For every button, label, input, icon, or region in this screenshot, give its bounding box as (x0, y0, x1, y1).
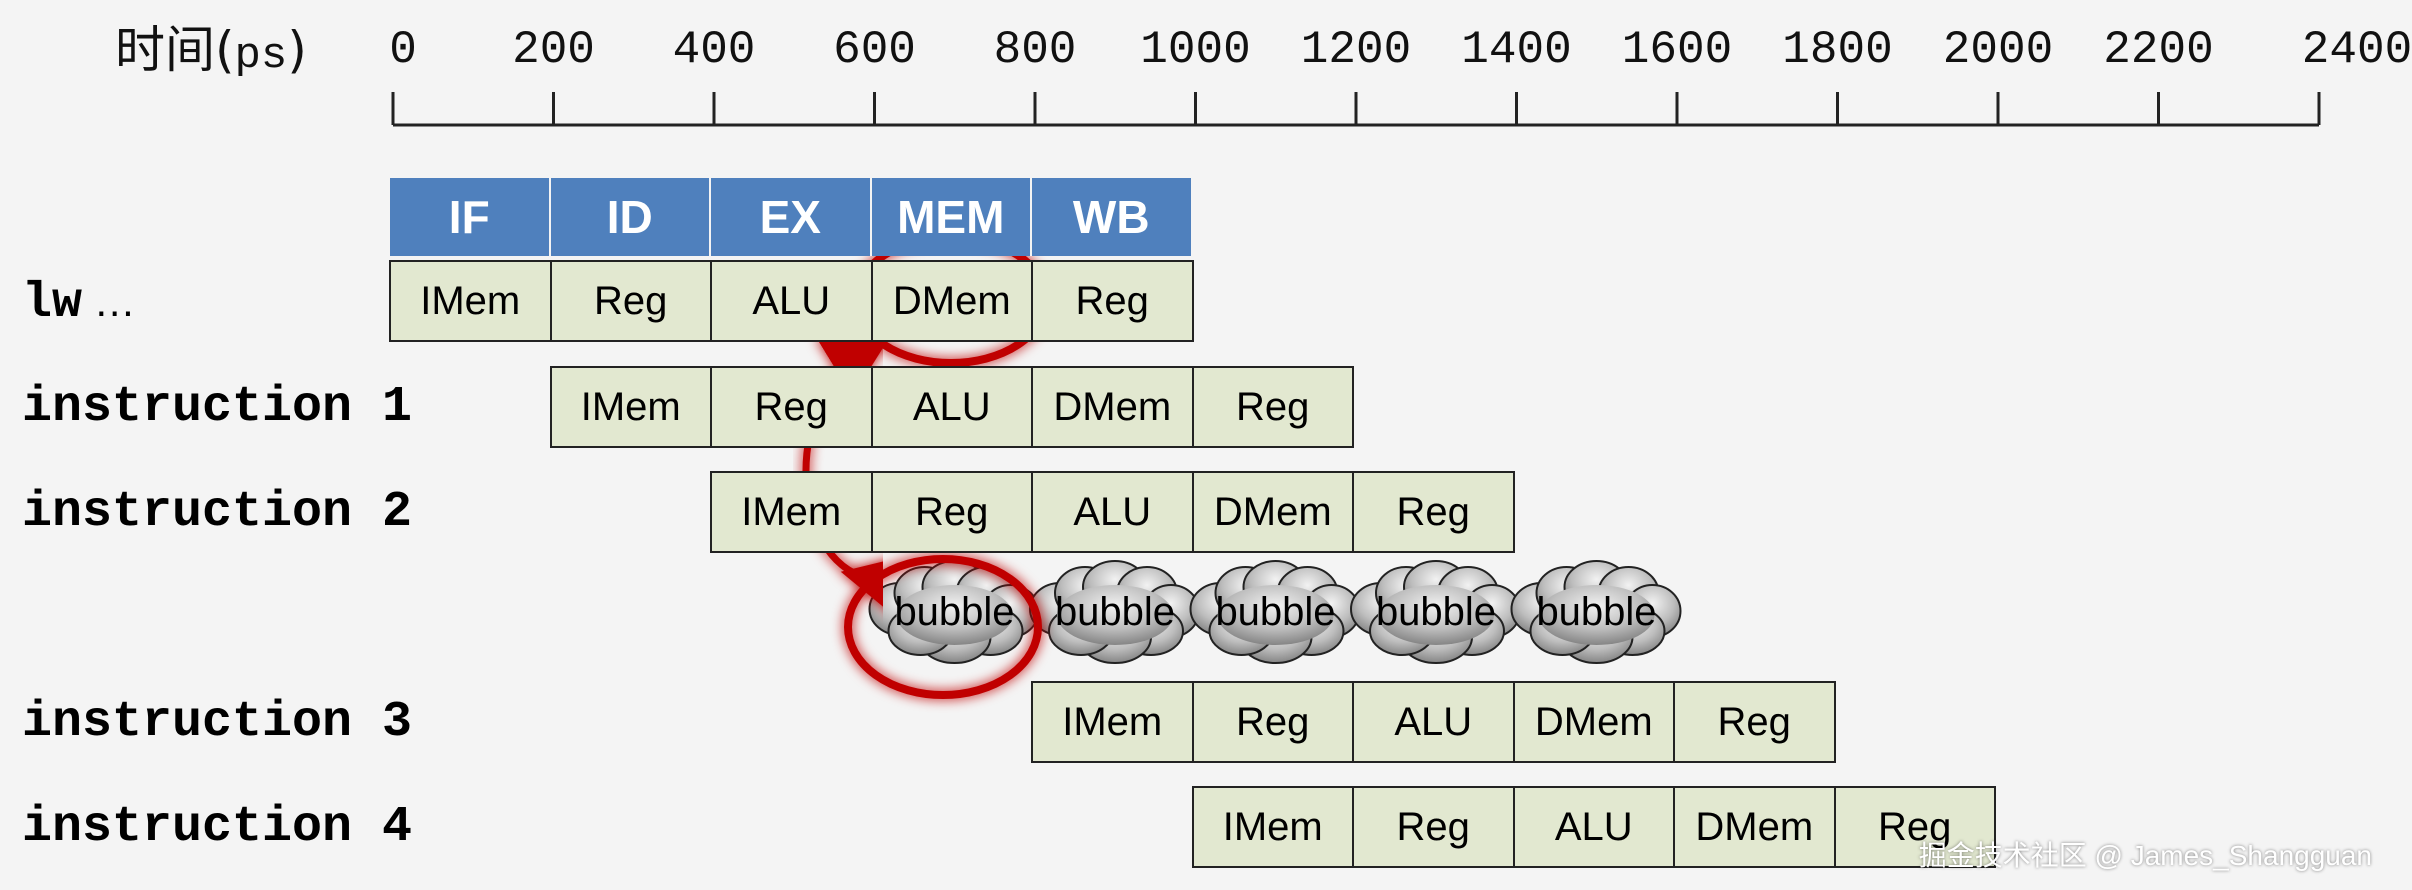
pipeline-cell: IMem (1191, 786, 1354, 868)
time-axis (391, 92, 2321, 127)
tick-label: 1600 (1621, 24, 1733, 76)
tick-label: 2000 (1942, 24, 2054, 76)
tick-label: 0 (389, 24, 417, 76)
pipeline-cell: IMem (710, 471, 873, 553)
tick-label: 1000 (1140, 24, 1251, 76)
stage-header-cell: MEM (871, 178, 1033, 256)
pipeline-cell: Reg (1352, 471, 1515, 553)
bubble-cloud (1029, 560, 1200, 664)
bubble-highlight-circle (844, 555, 1042, 699)
tick-label: 1200 (1300, 24, 1412, 76)
tick-label: 600 (833, 24, 916, 76)
pipeline-cell: ALU (1512, 786, 1675, 868)
tick-label: 1800 (1782, 24, 1893, 76)
pipeline-cell: IMem (1031, 681, 1194, 763)
pipeline-cell: ALU (870, 366, 1033, 448)
row-label-ellipsis: … (82, 278, 136, 325)
stage-header-cell: EX (711, 178, 873, 256)
tick-label: 1400 (1461, 24, 1572, 76)
pipeline-cell: Reg (1031, 260, 1194, 342)
pipeline-cell: DMem (1031, 366, 1194, 448)
row-label-text: lw (22, 275, 83, 332)
pipeline-cell: Reg (1191, 681, 1354, 763)
pipeline-cell: Reg (549, 260, 712, 342)
row-label: instruction 3 (22, 693, 412, 753)
bubble-cloud (1350, 560, 1521, 664)
bubble-label: bubble (1375, 590, 1497, 634)
pipeline-cell: ALU (1352, 681, 1515, 763)
pipeline-cell: DMem (870, 260, 1033, 342)
tick-label: 400 (672, 24, 756, 76)
bubble-label: bubble (1054, 590, 1176, 634)
bubble-label: bubble (894, 590, 1015, 634)
pipeline-cell: DMem (1512, 681, 1675, 763)
row-label-text: instruction 3 (22, 694, 413, 751)
pipeline-cell: Reg (1833, 786, 1996, 868)
bubble-row (868, 560, 1682, 664)
pipeline-cell: Reg (1191, 366, 1354, 448)
row-label: lw … (22, 272, 136, 334)
tick-label: 800 (993, 24, 1077, 76)
tick-label: 2400 (2301, 24, 2412, 76)
stage-header-cell: ID (550, 178, 712, 256)
pipeline-cell: DMem (1673, 786, 1836, 868)
bubble-cloud (1189, 560, 1361, 664)
row-label-text: instruction 2 (22, 484, 413, 541)
watermark: 掘金技术社区 @ James_Shangguan (1918, 840, 2372, 871)
pipeline-cell: Reg (870, 471, 1033, 553)
pipeline-cell: ALU (710, 260, 873, 342)
bubble-label: bubble (1215, 590, 1336, 634)
pipeline-cell: DMem (1191, 471, 1354, 553)
tick-label: 2200 (2103, 24, 2214, 76)
stage-header-cell: IF (390, 178, 552, 256)
row-label: instruction 2 (22, 483, 412, 543)
pipeline-cell: ALU (1031, 471, 1194, 553)
row-label-text: instruction 4 (22, 799, 413, 856)
row-label-text: instruction 1 (22, 379, 413, 436)
pipeline-cell: Reg (710, 366, 873, 448)
pipeline-cell: Reg (1352, 786, 1515, 868)
time-axis-title: 时间(ps) (115, 21, 307, 81)
bubble-cloud (1510, 560, 1682, 664)
bubble-label: bubble (1536, 590, 1657, 634)
tick-label: 200 (512, 24, 595, 76)
pipeline-cell: Reg (1673, 681, 1836, 763)
pipeline-cell: IMem (389, 260, 552, 342)
row-label: instruction 1 (22, 378, 412, 438)
stage-header-cell: WB (1032, 178, 1194, 256)
row-label: instruction 4 (22, 798, 412, 858)
pipeline-cell: IMem (549, 366, 712, 448)
